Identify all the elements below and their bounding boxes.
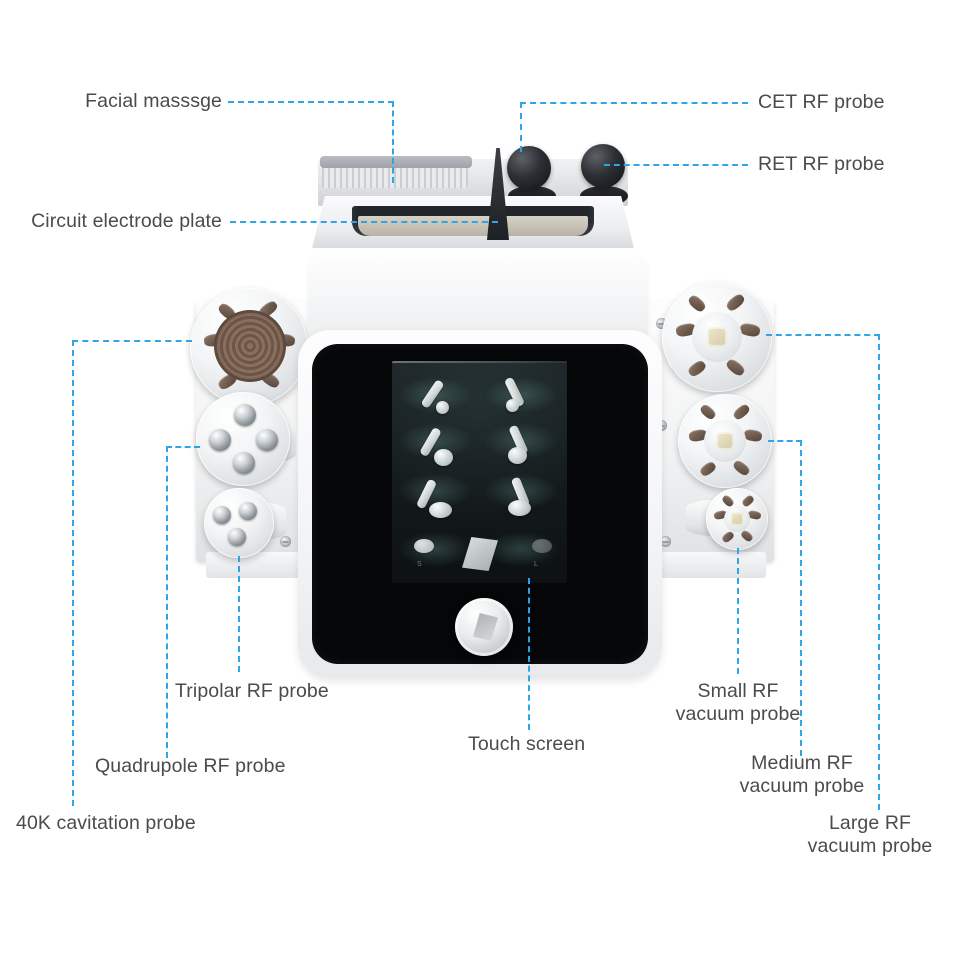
cavitation-probe-disc — [190, 288, 308, 406]
callout-label-quadrupole-rf-probe: Quadrupole RF probe — [95, 755, 286, 777]
suction-pad — [698, 402, 718, 422]
suction-pad — [720, 530, 736, 544]
touch-screen-display[interactable]: S L — [392, 361, 567, 583]
circuit-electrode-plate — [358, 216, 588, 236]
electrode-ball — [233, 452, 255, 474]
electrode-ball — [234, 404, 256, 426]
suction-pad — [739, 529, 755, 543]
callout-label-tripolar-rf-probe: Tripolar RF probe — [175, 680, 329, 702]
large-rf-vacuum-probe-disc — [662, 282, 772, 392]
suction-pad — [686, 293, 708, 314]
rf-emitter-square — [730, 512, 744, 526]
electrode-ball — [213, 506, 231, 524]
40k-cavitation-emitter — [214, 310, 286, 382]
rf-emitter-square — [707, 327, 727, 347]
rf-emitter-square — [716, 432, 734, 450]
leader-quadrupole-v — [166, 446, 168, 758]
leader-large-vacuum-h — [766, 334, 880, 336]
leader-cet-rf-probe-v — [520, 102, 522, 152]
leader-large-vacuum-v — [878, 334, 880, 810]
medium-rf-vacuum-probe-disc — [678, 394, 772, 488]
screw-icon — [280, 536, 291, 547]
electrode-ball — [209, 429, 231, 451]
callout-label-40k-cavitation-probe: 40K cavitation probe — [16, 812, 196, 834]
power-button[interactable] — [455, 598, 513, 656]
callout-label-ret-rf-probe: RET RF probe — [758, 153, 885, 175]
suction-pad — [739, 322, 761, 338]
ret-rf-probe-ball — [581, 144, 625, 188]
right-holder-base — [656, 552, 766, 578]
suction-pad — [740, 494, 756, 508]
screw-icon — [656, 318, 667, 329]
leader-medium-vacuum-h — [768, 440, 802, 442]
leader-40k-cavitation-h — [72, 340, 192, 342]
suction-pad — [731, 458, 752, 478]
small-rf-vacuum-probe-disc — [706, 488, 768, 550]
leader-facial-massage-v — [392, 101, 394, 183]
leader-small-vacuum — [737, 548, 739, 674]
cet-rf-probe-ball — [507, 146, 551, 190]
rf-handle-icon[interactable] — [532, 539, 552, 553]
suction-pad — [724, 292, 747, 313]
center-logo-icon[interactable] — [462, 537, 498, 571]
leader-ret-rf-probe — [604, 164, 748, 166]
screw-icon — [660, 536, 671, 547]
callout-label-cet-rf-probe: CET RF probe — [758, 91, 885, 113]
tripolar-probe-disc — [204, 488, 274, 558]
leader-medium-vacuum-v — [800, 440, 802, 756]
screen-tag-left: S — [417, 561, 422, 568]
leader-40k-cavitation-v — [72, 340, 74, 806]
leader-tripolar — [238, 556, 240, 672]
quadrupole-probe-disc — [196, 392, 290, 486]
suction-pad — [731, 402, 752, 422]
callout-label-large-rf-vacuum-probe: Large RF vacuum probe — [807, 812, 933, 857]
electrode-ball — [228, 528, 246, 546]
callout-label-facial-massage: Facial masssge — [85, 90, 222, 112]
suction-pad — [698, 460, 718, 478]
electrode-ball — [239, 502, 257, 520]
suction-pad — [686, 358, 708, 379]
screen-tag-right: L — [534, 561, 538, 568]
massage-pad-icon[interactable] — [414, 539, 434, 553]
leader-touch-screen — [528, 578, 530, 730]
callout-label-small-rf-vacuum-probe: Small RF vacuum probe — [675, 680, 801, 725]
leader-circuit-electrode-plate — [230, 221, 498, 223]
suction-pad — [743, 428, 763, 443]
callout-label-medium-rf-vacuum-probe: Medium RF vacuum probe — [739, 752, 865, 797]
leader-cet-rf-probe-h — [520, 102, 748, 104]
leader-facial-massage-h — [228, 101, 394, 103]
facial-massage-roller-cap — [320, 156, 472, 168]
electrode-ball — [256, 429, 278, 451]
power-glyph-icon — [473, 613, 498, 641]
suction-pad — [724, 357, 747, 378]
leader-quadrupole-h — [166, 446, 200, 448]
callout-label-touch-screen: Touch screen — [468, 733, 586, 755]
callout-label-circuit-electrode-plate: Circuit electrode plate — [31, 210, 222, 232]
